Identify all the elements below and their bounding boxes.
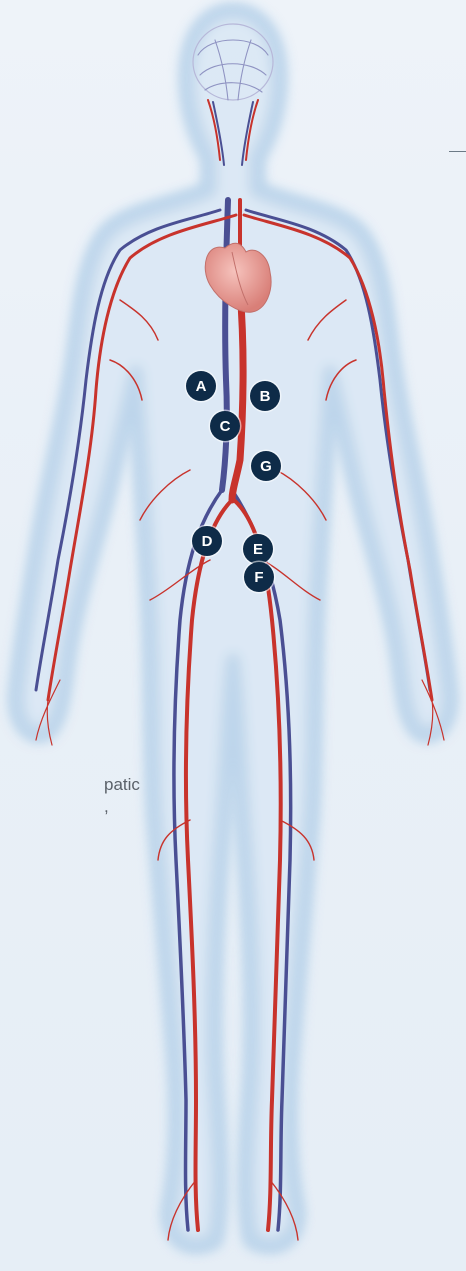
marker-c[interactable]: C — [210, 411, 240, 441]
marker-e[interactable]: E — [243, 534, 273, 564]
marker-g[interactable]: G — [251, 451, 281, 481]
body-silhouette — [17, 12, 448, 1245]
caption-fragment-1: patic — [104, 775, 140, 795]
leader-line — [449, 151, 466, 152]
marker-a[interactable]: A — [186, 371, 216, 401]
marker-f[interactable]: F — [244, 562, 274, 592]
marker-d[interactable]: D — [192, 526, 222, 556]
marker-b[interactable]: B — [250, 381, 280, 411]
caption-fragment-2: , — [104, 797, 109, 817]
